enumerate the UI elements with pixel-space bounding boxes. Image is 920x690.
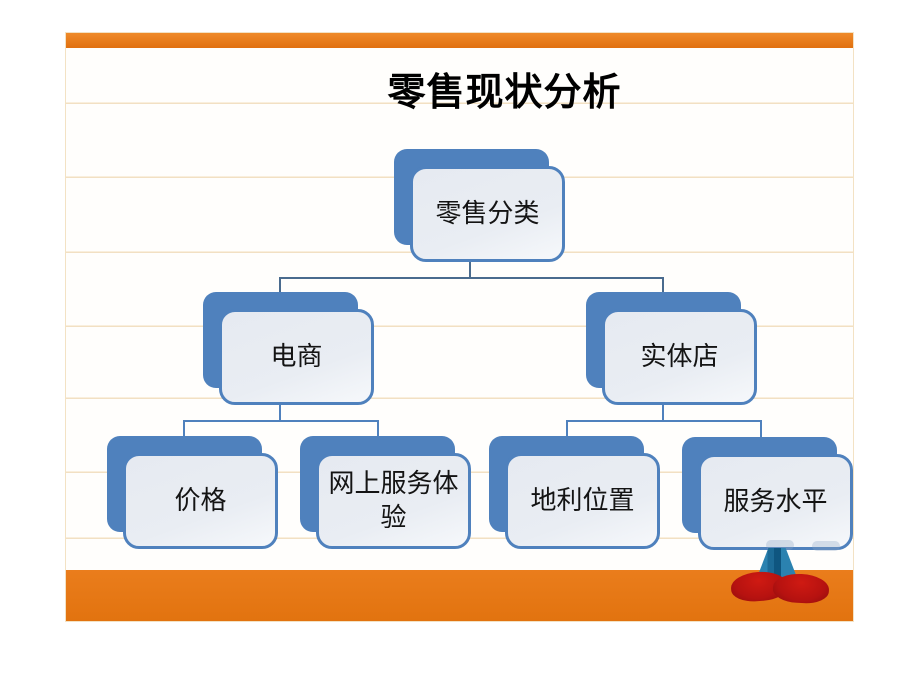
- node-price-label: 价格: [174, 485, 227, 516]
- connector-stub-ecommerce: [279, 277, 281, 296]
- connector-stub-location: [566, 420, 568, 438]
- connector-ecommerce-vertical: [279, 405, 281, 422]
- ruled-line: [66, 325, 853, 327]
- ruled-line: [66, 102, 853, 104]
- node-service-level[interactable]: 服务水平: [698, 454, 853, 550]
- node-physical-store-label: 实体店: [640, 341, 719, 372]
- cartoon-hand-right: [812, 541, 840, 551]
- node-price[interactable]: 价格: [123, 453, 278, 549]
- connector-store-horizontal: [566, 420, 762, 422]
- connector-root-vertical: [469, 258, 471, 279]
- node-retail-category[interactable]: 零售分类: [410, 166, 565, 262]
- slide-canvas: 零售现状分析 零售分类 电商 实体店 价格 网上服务体验 地利位置 服务水平: [66, 33, 853, 621]
- bottom-accent-bar: [66, 570, 853, 621]
- connector-stub-price: [183, 420, 185, 438]
- connector-ecommerce-horizontal: [183, 420, 379, 422]
- node-location[interactable]: 地利位置: [505, 453, 660, 549]
- connector-stub-service-level: [760, 420, 762, 438]
- connector-store-vertical: [662, 405, 664, 422]
- node-ecommerce-label: 电商: [270, 341, 323, 372]
- node-physical-store[interactable]: 实体店: [602, 309, 757, 405]
- connector-stub-online-service: [377, 420, 379, 438]
- node-online-service-label: 网上服务体验: [328, 468, 459, 532]
- connector-stub-store: [662, 277, 664, 296]
- connector-root-horizontal: [279, 277, 664, 279]
- node-online-service[interactable]: 网上服务体验: [316, 453, 471, 549]
- cartoon-hand-left: [766, 540, 794, 550]
- node-location-label: 地利位置: [530, 485, 635, 516]
- slide-title: 零售现状分析: [387, 72, 622, 114]
- top-accent-bar: [66, 33, 853, 48]
- node-ecommerce[interactable]: 电商: [219, 309, 374, 405]
- node-service-level-label: 服务水平: [723, 486, 828, 517]
- ruled-line: [66, 397, 853, 399]
- node-retail-category-label: 零售分类: [435, 198, 540, 229]
